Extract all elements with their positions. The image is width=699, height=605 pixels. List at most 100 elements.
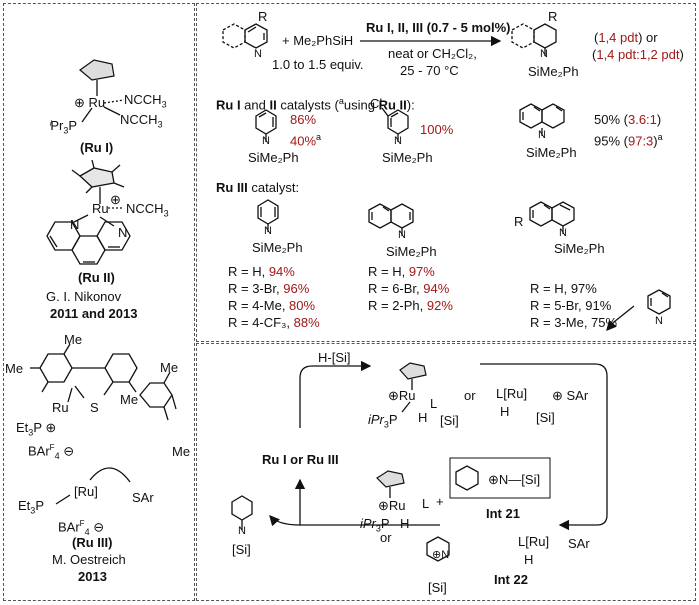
- reagent: + Me₂PhSiH: [282, 33, 354, 48]
- mech-dhp-n: N: [238, 525, 246, 537]
- cp-ring: [79, 59, 115, 81]
- product-dihydroquinoline-1: [519, 103, 565, 136]
- ru1-ncch3-bottom: NCCH3: [120, 112, 163, 130]
- yield-chloropyridine: 100%: [420, 122, 454, 137]
- ru2-structure: [46, 159, 131, 265]
- prod4-sime2ph: SiMe₂Ph: [252, 240, 303, 255]
- conditions-solvent: neat or CH₂Cl₂,: [388, 46, 477, 61]
- mech-sar-2: SAr: [568, 536, 590, 551]
- quin-result: R = 6-Br, 94%: [368, 281, 450, 296]
- mech-sar-1: ⊕ SAr: [552, 388, 589, 403]
- reagent-equiv: 1.0 to 1.5 equiv.: [272, 57, 364, 72]
- mech-l-2: L: [422, 496, 430, 511]
- mech-ru-1: ⊕Ru: [388, 388, 416, 403]
- ru2-ncch3: NCCH3: [126, 201, 169, 219]
- ru2-n-left: N: [70, 217, 80, 232]
- mech-h-4: H: [524, 552, 534, 567]
- prod5-sime2ph: SiMe₂Ph: [386, 244, 437, 259]
- product-heterocycle: [511, 23, 557, 56]
- pyridine-results-list: R = H, 94% R = 3-Br, 96% R = 4-Me, 80% R…: [228, 264, 320, 330]
- prod6-n: N: [559, 227, 567, 239]
- ru1-structure: [79, 59, 125, 123]
- scope-panel: [196, 3, 696, 342]
- ru2-center: Ru: [92, 201, 109, 216]
- selectivity-14: (1,4 pdt) or: [594, 30, 658, 45]
- pyr-result: R = 4-Me, 80%: [228, 298, 316, 313]
- ru2-plus: ⊕: [110, 192, 121, 207]
- ru3-section-heading: Ru III catalyst:: [216, 180, 300, 195]
- mech-lru-2: L[Ru]: [518, 534, 550, 549]
- ru1-phosphine: ⁱPr3P: [48, 118, 78, 136]
- ru3-label: (Ru III): [72, 535, 113, 550]
- cycle-catalyst-label: Ru I or Ru III: [262, 452, 339, 467]
- prod2-sime2ph: SiMe₂Ph: [382, 150, 433, 165]
- catalyst-panel: [3, 3, 195, 601]
- quinoline-results-list: R = H, 97% R = 6-Br, 94% R = 2-Ph, 92%: [368, 264, 453, 313]
- ru1-ncch3-top: NCCH3: [124, 92, 167, 110]
- isoquinoline-results-list: R = H, 97% R = 5-Br, 91% R = 3-Me, 75%: [530, 281, 617, 330]
- prod3-n: N: [538, 129, 546, 141]
- prod2-n: N: [394, 135, 402, 147]
- product-dihydropyridine-cl: [381, 107, 409, 142]
- mech-dihydropyridine: [231, 495, 253, 530]
- conditions-catalyst: Ru I, II, III (0.7 - 5 mol%): [366, 20, 511, 35]
- ru3-me-bottom: Me: [120, 392, 139, 407]
- int22-label: Int 22: [494, 572, 528, 587]
- mech-pyridine: [647, 289, 671, 315]
- nikonov-years: 2011 and 2013: [50, 306, 138, 321]
- mech-l-1: L: [430, 396, 438, 411]
- ru2-label: (Ru II): [78, 270, 115, 285]
- mech-ipr3p-2: iPr3P: [360, 516, 390, 534]
- prod3-sime2ph: SiMe₂Ph: [526, 145, 577, 160]
- ru3-sar: SAr: [132, 490, 154, 505]
- mech-h-2: H: [500, 404, 510, 419]
- pyr-result: R = 3-Br, 96%: [228, 281, 310, 296]
- int21-label: Int 21: [486, 506, 520, 521]
- product-sime2ph: SiMe₂Ph: [528, 64, 579, 79]
- mech-pyridinium-n: ⊕N—[Si]: [488, 472, 541, 487]
- mech-pyridinium2-n: ⊕N: [432, 549, 450, 561]
- ru12-heading: Ru I and II catalysts (ausing Ru II):: [216, 96, 415, 113]
- mech-or-2: or: [380, 530, 392, 545]
- reactant-n: N: [254, 48, 262, 60]
- mechanism-panel: [196, 343, 696, 601]
- mech-pyridinium-2: [426, 536, 450, 562]
- product-ru3-dihydroquinoline: [368, 203, 414, 236]
- isoq-result: R = H, 97%: [530, 281, 597, 296]
- ru3-et3p-upper: Et3P ⊕: [16, 420, 57, 438]
- yield-pyridine-ru1: 86%: [290, 112, 317, 127]
- isoq-result: R = 3-Me, 75%: [530, 315, 618, 330]
- ru2-n-right: N: [118, 225, 128, 240]
- ru3-et3p-lower: Et3P: [18, 498, 44, 516]
- mech-ru-cp-1: [399, 362, 427, 413]
- product-dihydropyridine-1: [255, 109, 277, 142]
- mech-h-3: H: [400, 516, 410, 531]
- pyr-result: R = H, 94%: [228, 264, 295, 279]
- ru3-baraf-upper: BArF4 ⊖: [28, 443, 75, 461]
- mech-hsi-label: H-[Si]: [318, 350, 351, 365]
- prod6-r: R: [514, 214, 524, 229]
- product-ru3-dihydroisoquinoline: [529, 201, 575, 234]
- pyr-result: R = 4-CF₃, 88%: [228, 315, 320, 330]
- prod5-n: N: [398, 229, 406, 241]
- quin-result: R = 2-Ph, 92%: [368, 298, 453, 313]
- conditions-temp: 25 - 70 °C: [400, 63, 459, 78]
- mech-lru-1: L[Ru]: [496, 386, 528, 401]
- nikonov-author: G. I. Nikonov: [46, 289, 122, 304]
- mech-ipr3p-1: iPr3P: [368, 412, 398, 430]
- catalytic-cycle: [269, 305, 635, 531]
- ru1-center: ⊕ Ru: [74, 95, 106, 110]
- prod1-n: N: [262, 135, 270, 147]
- ru3-ru-upper: Ru: [52, 400, 69, 415]
- product-r: R: [548, 9, 558, 24]
- mech-or-1: or: [464, 388, 476, 403]
- ru3-structure: [30, 343, 177, 505]
- mech-pyridine-n: N: [655, 315, 663, 327]
- ru3-s: S: [90, 400, 99, 415]
- product-ru3-dihydropyridine: [257, 199, 279, 232]
- ru3-me-top: Me: [64, 332, 83, 347]
- selectivity-ratio: (1,4 pdt:1,2 pdt): [592, 47, 684, 62]
- mech-plus: +: [436, 494, 444, 509]
- cp-star-ring: [78, 167, 115, 188]
